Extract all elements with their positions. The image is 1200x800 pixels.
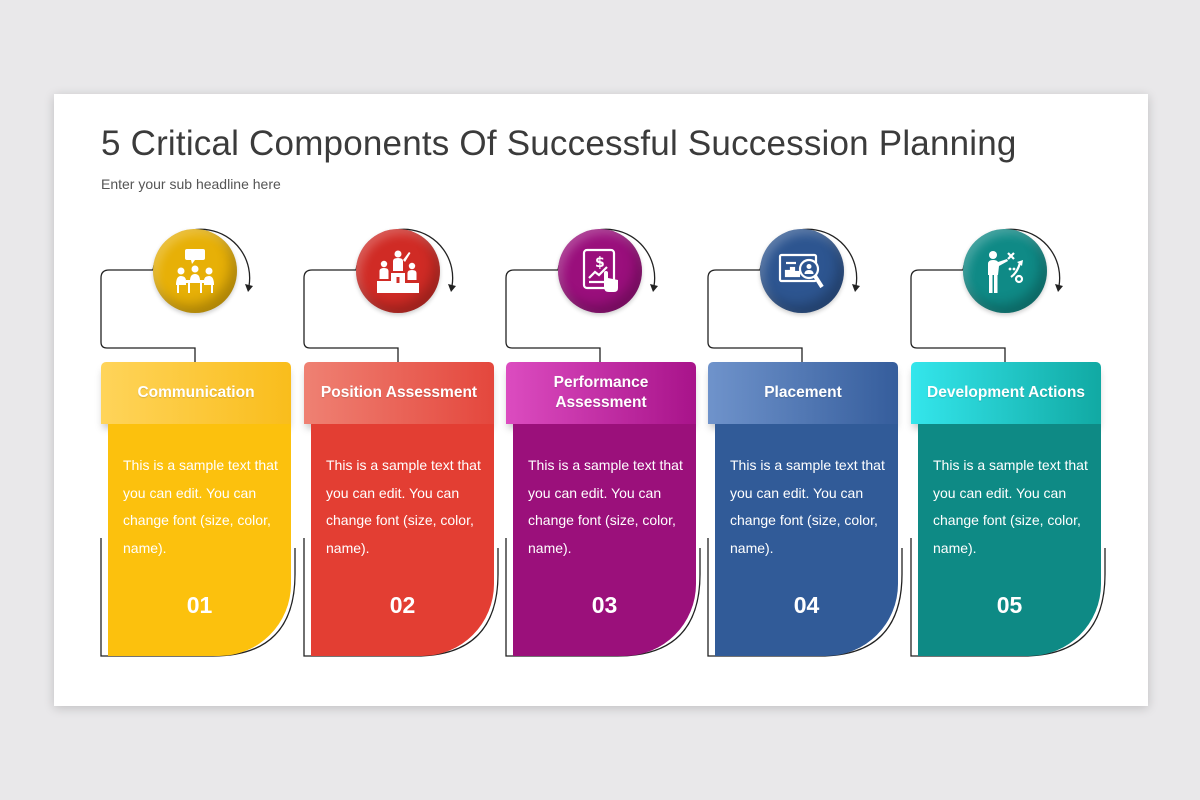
slide: 5 Critical Components Of Successful Succ… xyxy=(54,94,1148,706)
step-label: Performance Assessment xyxy=(553,374,649,411)
step-body: This is a sample text that you can edit.… xyxy=(715,424,898,656)
step-icon-circle xyxy=(153,229,237,313)
step-body: This is a sample text that you can edit.… xyxy=(311,424,494,656)
step-number: 05 xyxy=(996,592,1023,618)
step-label: Development Actions xyxy=(927,384,1085,401)
slide-title: 5 Critical Components Of Successful Succ… xyxy=(101,124,1017,163)
step-description: This is a sample text that you can edit.… xyxy=(326,457,481,556)
step-number: 04 xyxy=(793,592,820,618)
step-body: This is a sample text that you can edit.… xyxy=(108,424,291,656)
step-card-5: Development Actions This is a sample tex… xyxy=(910,220,1111,666)
step-description: This is a sample text that you can edit.… xyxy=(528,457,683,556)
step-icon-circle xyxy=(356,229,440,313)
tablet-dollar-icon: $ xyxy=(582,248,618,292)
step-body: This is a sample text that you can edit.… xyxy=(513,424,696,656)
step-header: Position Assessment xyxy=(304,362,494,424)
step-icon-circle: $ xyxy=(558,229,642,313)
step-description: This is a sample text that you can edit.… xyxy=(123,457,278,556)
step-card-4: Placement This is a sample text that you… xyxy=(707,220,908,666)
strategy-icon xyxy=(988,251,1024,293)
podium-icon xyxy=(377,250,419,293)
step-label: Placement xyxy=(764,384,842,401)
step-header: Performance Assessment xyxy=(506,362,696,424)
step-description: This is a sample text that you can edit.… xyxy=(730,457,885,556)
meeting-icon xyxy=(176,249,214,293)
step-header: Development Actions xyxy=(911,362,1101,424)
step-number: 03 xyxy=(591,592,618,618)
step-header: Communication xyxy=(101,362,291,424)
slide-subtitle: Enter your sub headline here xyxy=(101,176,281,192)
step-header: Placement xyxy=(708,362,898,424)
step-icon-circle xyxy=(963,229,1047,313)
svg-text:$: $ xyxy=(595,255,605,271)
step-label: Communication xyxy=(137,384,255,401)
step-card-3: $ Performance Assessment This is a sampl… xyxy=(505,220,706,666)
step-card-1: Communication This is a sample text that… xyxy=(100,220,301,666)
step-icon-circle xyxy=(760,229,844,313)
step-card-2: Position Assessment This is a sample tex… xyxy=(303,220,504,666)
step-number: 01 xyxy=(186,592,213,618)
step-label: Position Assessment xyxy=(320,384,478,401)
step-number: 02 xyxy=(389,592,416,618)
step-body: This is a sample text that you can edit.… xyxy=(918,424,1101,656)
analysis-icon xyxy=(778,253,824,289)
step-description: This is a sample text that you can edit.… xyxy=(933,457,1088,556)
